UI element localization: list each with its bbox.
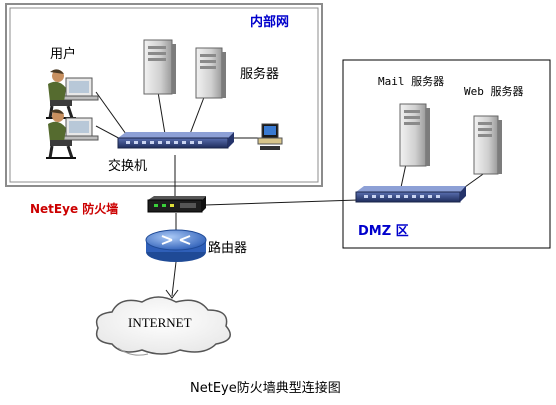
firewall-appliance-icon bbox=[147, 196, 206, 213]
dmz-switch-icon bbox=[355, 186, 466, 203]
diagram-caption: NetEye防火墙典型连接图 bbox=[190, 381, 341, 396]
internal-server-1-icon bbox=[143, 39, 176, 95]
internet-label: INTERNET bbox=[128, 315, 192, 330]
user-workstation-2-icon bbox=[46, 109, 99, 159]
switch-label: 交换机 bbox=[108, 159, 148, 174]
firewall-label: NetEye 防火墙 bbox=[30, 202, 119, 216]
terminal-icon bbox=[257, 123, 283, 150]
mail-server-label: Mail 服务器 bbox=[378, 75, 445, 88]
dmz-label: DMZ 区 bbox=[358, 224, 409, 239]
servers-label: 服务器 bbox=[240, 67, 280, 82]
router-icon bbox=[145, 229, 207, 262]
arrow-to-internet bbox=[165, 289, 179, 299]
web-server-icon bbox=[473, 115, 502, 175]
internet-cloud-icon bbox=[95, 296, 231, 356]
user-workstation-1-icon bbox=[46, 69, 99, 119]
internal-network-label: 内部网 bbox=[250, 15, 290, 30]
mail-server-icon bbox=[399, 103, 430, 167]
dmz-frame bbox=[342, 59, 551, 249]
internal-switch-icon bbox=[117, 132, 234, 149]
users-label: 用户 bbox=[50, 47, 77, 62]
internal-network-frame bbox=[5, 3, 323, 187]
web-server-label: Web 服务器 bbox=[464, 85, 524, 98]
internal-server-2-icon bbox=[195, 47, 226, 99]
router-label: 路由器 bbox=[208, 241, 248, 256]
